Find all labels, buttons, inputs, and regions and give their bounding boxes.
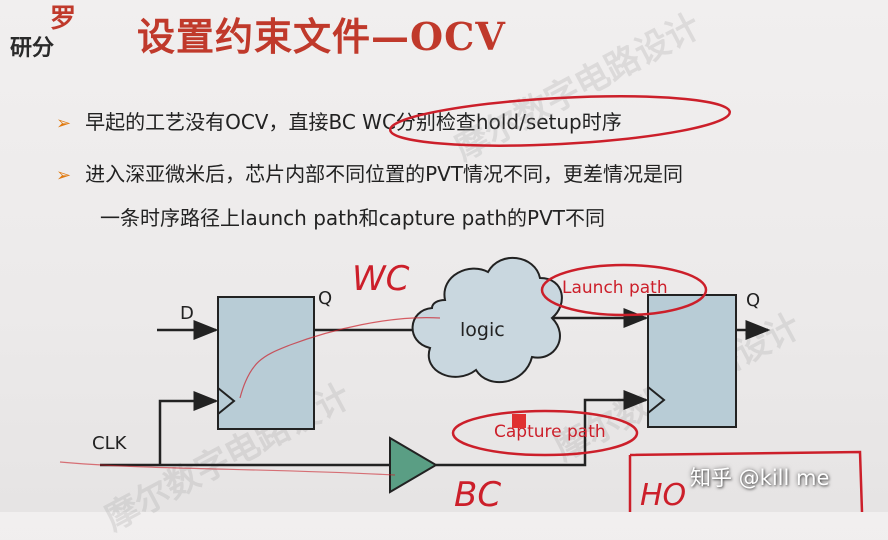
bc-annotation: BC: [454, 475, 501, 512]
clk-to-launch-wire: [158, 391, 219, 465]
clock-buffer: [389, 436, 438, 494]
buffer-to-capture-wire: [436, 390, 649, 467]
bullet-arrow-icon: ➢: [56, 165, 72, 186]
launch-flop-clock-pin: [217, 387, 236, 415]
logo-mark: 罗: [50, 4, 77, 34]
launch-flop: [217, 296, 315, 430]
launch-path-label: Launch path: [562, 278, 668, 298]
bullet-2-text: 进入深亚微米后，芯片内部不同位置的PVT情况不同，更差情况是同: [85, 162, 684, 186]
logo: 罗 研分: [10, 0, 110, 70]
slide-title: 设置约束文件—OCV: [137, 14, 506, 59]
bullet-arrow-icon: ➢: [56, 113, 72, 134]
timing-diagram: D Q logic Q CLK WC BC Launch path Captur…: [59, 95, 864, 512]
credit-watermark: 知乎 @kill me: [690, 466, 830, 490]
bullet-2-continuation: 一条时序路径上launch path和capture path的PVT不同: [100, 206, 605, 230]
logic-label: logic: [460, 319, 505, 341]
capture-path-circle: [451, 409, 639, 457]
hold-box-sketch: [628, 450, 864, 512]
bc-wc-circle: [388, 95, 732, 147]
bullet-2: ➢ 进入深亚微米后，芯片内部不同位置的PVT情况不同，更差情况是同: [56, 156, 683, 194]
capture-path-label: Capture path: [494, 422, 606, 442]
d-label: D: [180, 303, 194, 324]
q-left-label: Q: [318, 288, 332, 309]
bullet-1-text: 早起的工艺没有OCV，直接BC WC分别检查hold/setup时序: [85, 110, 622, 134]
cursor-cross-icon: [512, 414, 526, 428]
capture-flop: [647, 294, 737, 428]
red-path-sketch: [59, 461, 396, 476]
red-path-sketch: [239, 317, 441, 399]
logo-text: 研分: [10, 36, 55, 61]
logic-cloud: [411, 256, 563, 384]
clk-label: CLK: [92, 433, 128, 454]
launch-path-circle: [540, 263, 708, 317]
wc-annotation: WC: [352, 259, 410, 299]
bullet-1: ➢ 早起的工艺没有OCV，直接BC WC分别检查hold/setup时序: [56, 104, 622, 142]
q-right-label: Q: [746, 290, 760, 311]
slide: 罗 研分 设置约束文件—OCV ➢ 早起的工艺没有OCV，直接BC WC分别检查h…: [10, 0, 864, 539]
capture-flop-clock-pin: [647, 386, 666, 414]
hold-annotation: HO: [640, 478, 686, 512]
